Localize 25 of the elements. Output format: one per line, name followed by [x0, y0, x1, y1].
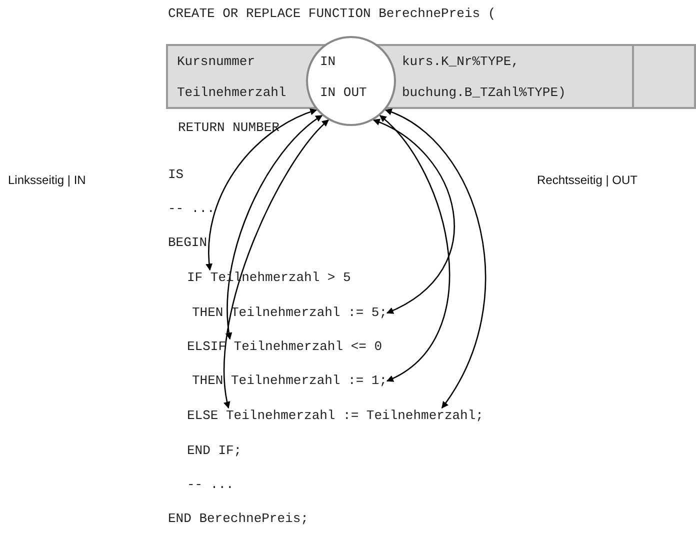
arrow: [224, 119, 329, 409]
code-line: RETURN NUMBER: [178, 120, 280, 136]
arrow: [372, 119, 455, 314]
code-line: IS: [168, 167, 184, 183]
code-line: -- ...: [187, 477, 234, 493]
code-line: END IF;: [187, 443, 242, 459]
code-line: ELSE Teilnehmerzahl := Teilnehmerzahl;: [187, 408, 484, 424]
code-line: -- ...: [168, 201, 215, 217]
parameter-mode: IN: [320, 54, 336, 70]
arrow: [226, 114, 323, 340]
parameter-type: kurs.K_Nr%TYPE,: [402, 54, 520, 70]
code-line: THEN Teilnehmerzahl := 1;: [192, 373, 388, 389]
code-line: BEGIN: [168, 235, 208, 251]
side-caption: Rechtsseitig | OUT: [537, 173, 638, 188]
parameter-name: Teilnehmerzahl: [177, 85, 286, 101]
code-line: THEN Teilnehmerzahl := 5;: [192, 305, 388, 321]
arrow: [384, 109, 486, 409]
code-line: END BerechnePreis;: [168, 511, 308, 527]
parameter-type: buchung.B_TZahl%TYPE): [402, 85, 566, 101]
parameter-name: Kursnummer: [177, 54, 256, 70]
parameter-mode: IN OUT: [320, 85, 367, 101]
arrow: [379, 115, 450, 382]
side-caption: Linksseitig | IN: [8, 173, 86, 188]
code-line: CREATE OR REPLACE FUNCTION BerechnePreis (: [168, 6, 496, 22]
arrow: [206, 108, 318, 271]
